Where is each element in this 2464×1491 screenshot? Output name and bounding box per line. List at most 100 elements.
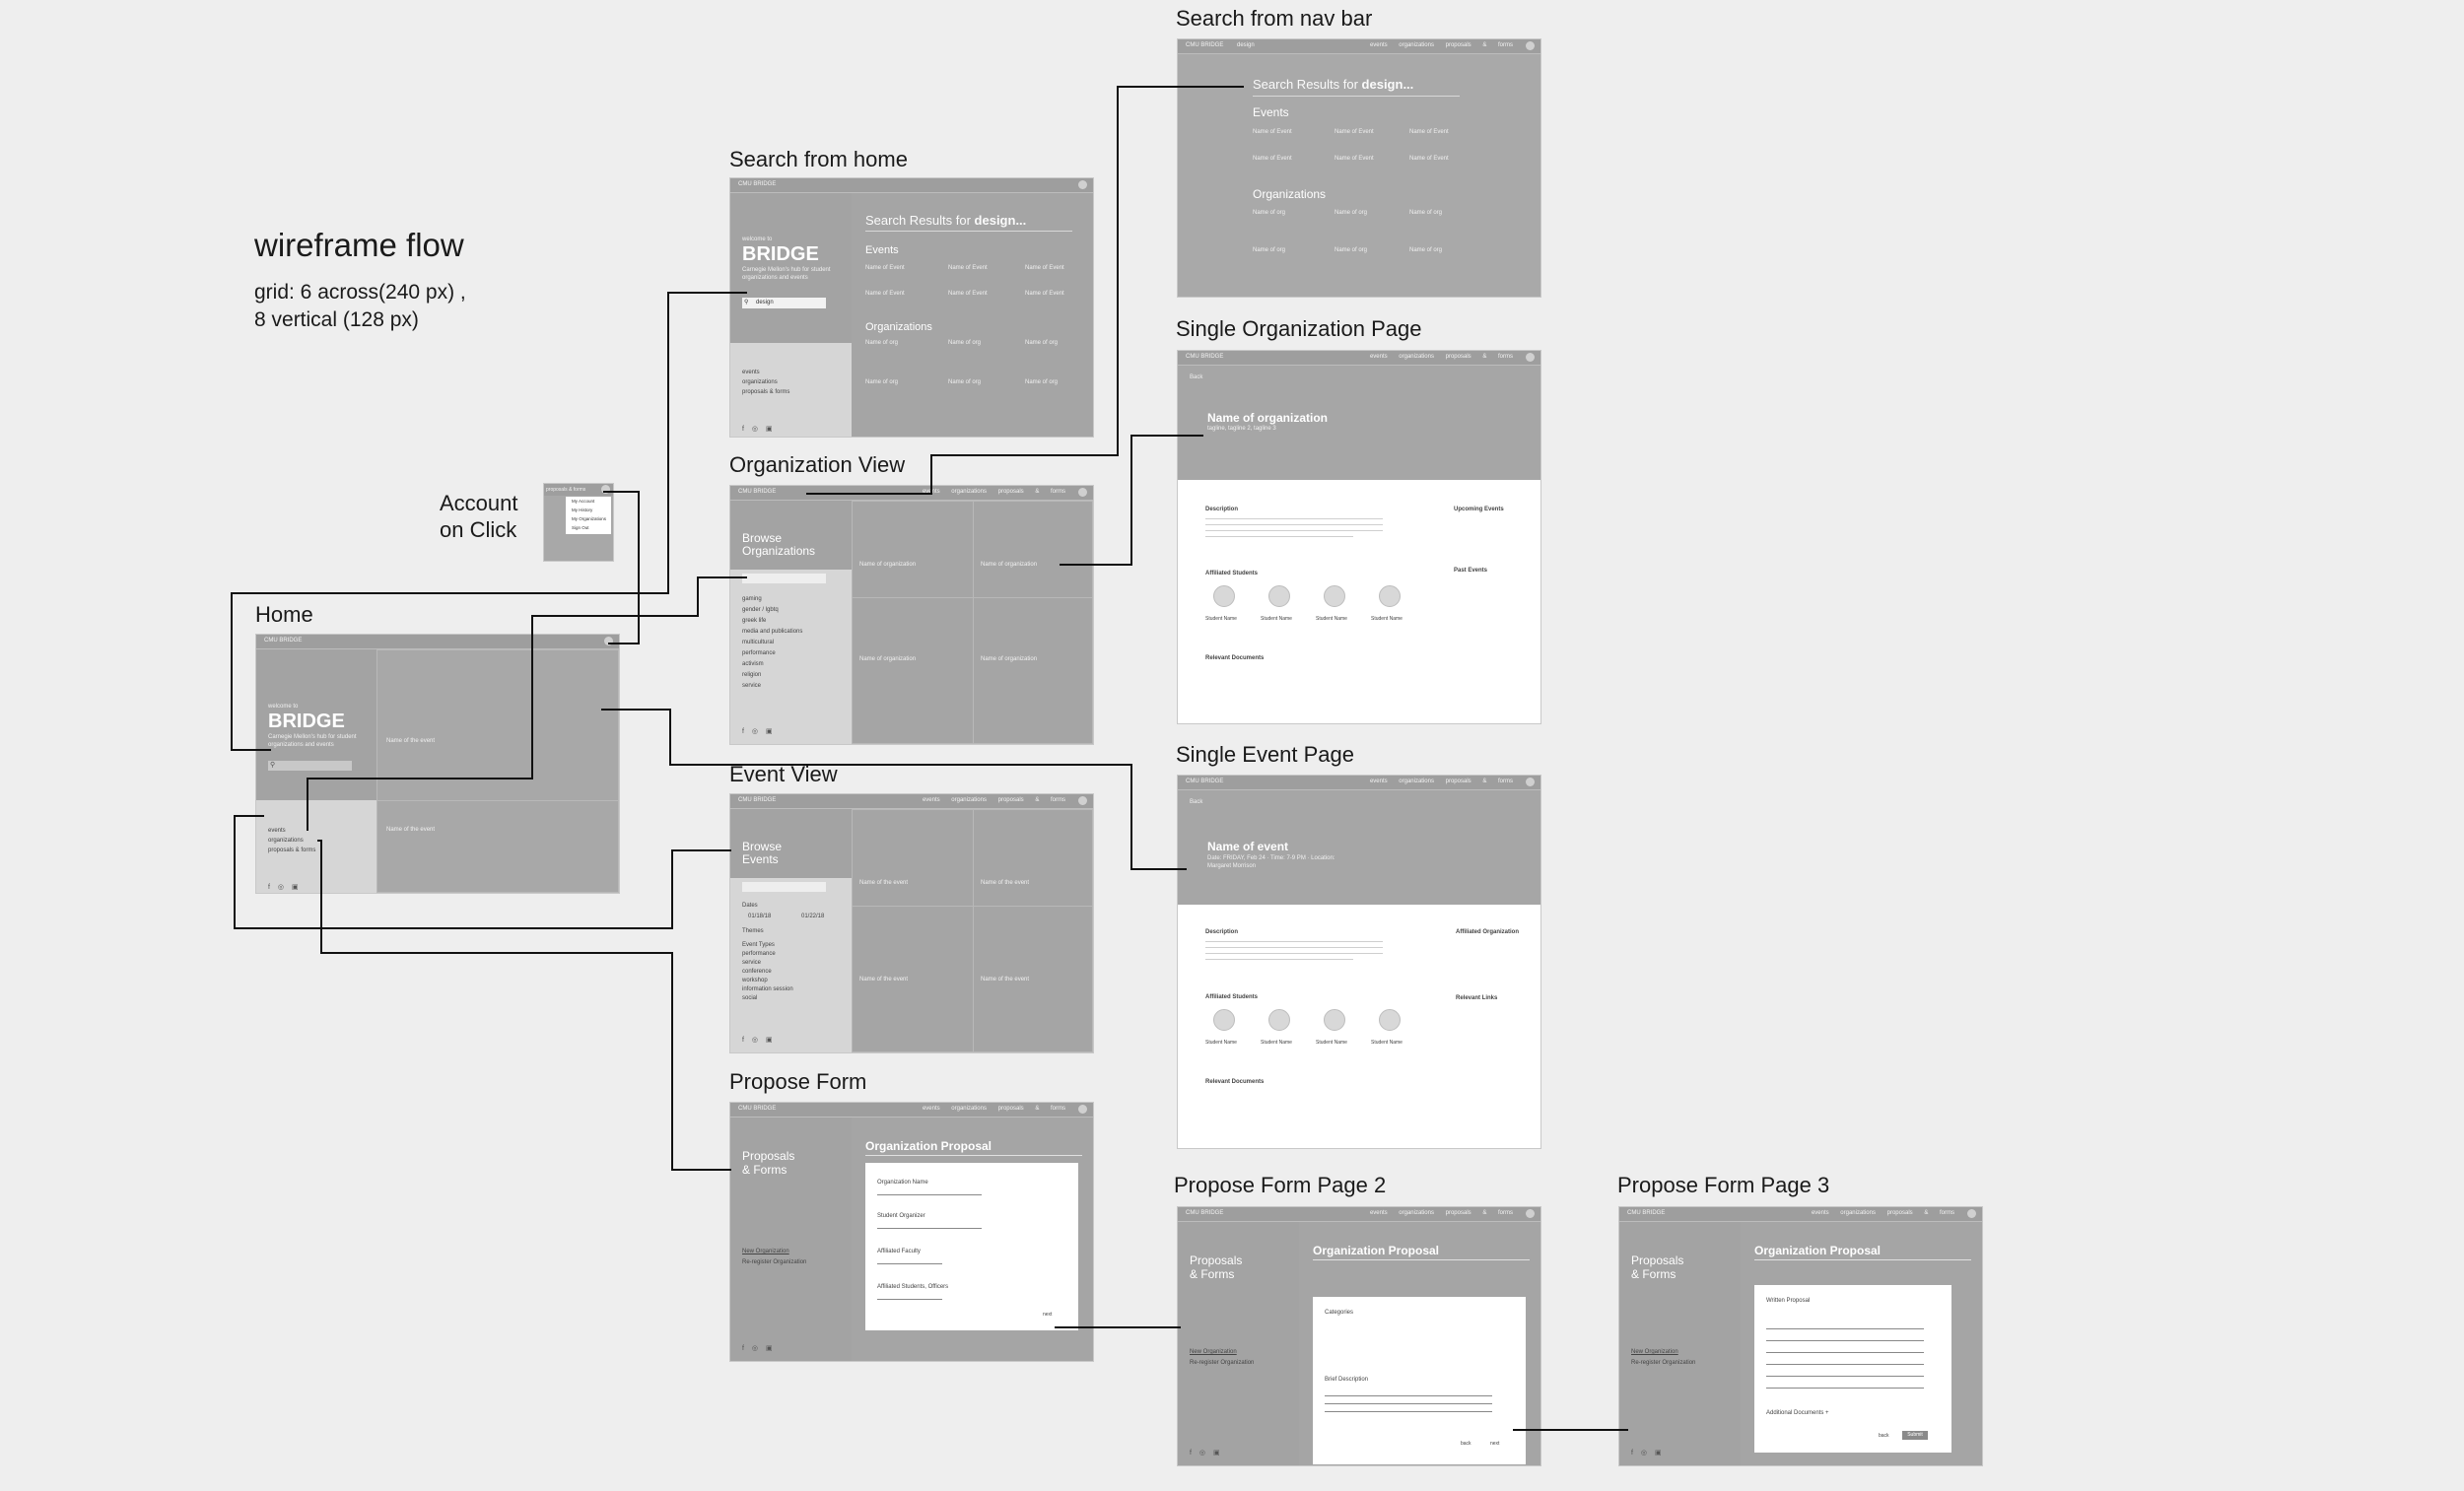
brand-logo[interactable]: CMU BRIDGE — [738, 797, 777, 803]
social-icons[interactable]: f ◎ ▣ — [1631, 1450, 1665, 1457]
filter-item[interactable]: gaming — [742, 596, 762, 602]
filter-item[interactable]: service — [742, 683, 762, 689]
student-avatar[interactable] — [1213, 1009, 1235, 1031]
filter-item[interactable]: performance — [742, 650, 776, 656]
event-result[interactable]: Name of Event — [865, 291, 905, 297]
avatar-icon[interactable] — [1078, 488, 1087, 497]
filter-item[interactable]: social — [742, 995, 758, 1001]
event-result[interactable]: Name of Event — [1335, 156, 1374, 162]
student-avatar[interactable] — [1379, 1009, 1401, 1031]
brand-logo[interactable]: CMU BRIDGE — [738, 181, 777, 187]
home-nav-organizations[interactable]: organizations — [268, 838, 304, 844]
student-avatar[interactable] — [1324, 1009, 1345, 1031]
filter-item[interactable]: information session — [742, 986, 793, 992]
date-from[interactable]: 01/18/18 — [748, 914, 772, 919]
back-button[interactable]: back — [1461, 1441, 1472, 1447]
text-line[interactable] — [1766, 1364, 1924, 1365]
text-line[interactable] — [1325, 1395, 1492, 1396]
account-item[interactable]: My History — [572, 508, 593, 512]
home-nav-proposals[interactable]: proposals & forms — [268, 847, 316, 853]
avatar-icon[interactable] — [1078, 180, 1087, 189]
brand-logo[interactable]: CMU BRIDGE — [738, 489, 777, 495]
new-org-link[interactable]: New Organization — [742, 1249, 789, 1254]
top-nav[interactable]: events organizations proposals & forms — [1369, 1210, 1513, 1216]
nav-search-query[interactable]: design — [1237, 42, 1255, 48]
home-nav-events[interactable]: events — [268, 828, 286, 834]
reregister-link[interactable]: Re-register Organization — [1631, 1360, 1696, 1366]
org-result[interactable]: Name of org — [948, 340, 982, 346]
org-result[interactable]: Name of org — [1335, 247, 1368, 253]
org-result[interactable]: Name of org — [1253, 247, 1286, 253]
filter-item[interactable]: multicultural — [742, 640, 775, 645]
org-result[interactable]: Name of org — [1025, 379, 1059, 385]
top-nav[interactable]: events organizations proposals & forms — [922, 1106, 1065, 1112]
new-org-link[interactable]: New Organization — [1190, 1349, 1237, 1355]
account-nav[interactable]: proposals & forms — [546, 487, 586, 493]
org-result[interactable]: Name of org — [1253, 210, 1286, 216]
field-input[interactable] — [877, 1263, 942, 1264]
home-search-input[interactable]: ⚲ — [268, 761, 352, 771]
avatar-icon[interactable] — [601, 485, 610, 494]
field-input[interactable] — [877, 1194, 982, 1195]
back-button[interactable]: back — [1879, 1433, 1889, 1439]
student-avatar[interactable] — [1324, 585, 1345, 607]
themes-label[interactable]: Themes — [742, 928, 764, 934]
nav-organizations[interactable]: organizations — [742, 379, 778, 385]
text-line[interactable] — [1766, 1340, 1924, 1341]
top-nav[interactable]: events organizations proposals & forms — [1369, 354, 1513, 360]
org-result[interactable]: Name of org — [865, 340, 899, 346]
social-icons[interactable]: f ◎ ▣ — [742, 728, 776, 735]
text-line[interactable] — [1766, 1352, 1924, 1353]
filter-item[interactable]: service — [742, 960, 762, 966]
filter-item[interactable]: activism — [742, 661, 764, 667]
brand-logo[interactable]: CMU BRIDGE — [1186, 779, 1224, 784]
org-result[interactable]: Name of org — [1335, 210, 1368, 216]
submit-button[interactable]: Submit — [1902, 1431, 1928, 1440]
brand-logo[interactable]: CMU BRIDGE — [1186, 1210, 1224, 1216]
text-line[interactable] — [1325, 1403, 1492, 1404]
next-button[interactable]: next — [1043, 1312, 1053, 1318]
avatar-icon[interactable] — [1526, 778, 1535, 786]
event-result[interactable]: Name of Event — [1409, 156, 1449, 162]
event-search-input[interactable] — [742, 882, 826, 892]
social-icons[interactable]: f ◎ ▣ — [742, 426, 776, 433]
event-result[interactable]: Name of Event — [1335, 129, 1374, 135]
top-nav[interactable]: events organizations proposals & forms — [1811, 1210, 1954, 1216]
avatar-icon[interactable] — [1078, 796, 1087, 805]
search-input[interactable]: ⚲ design — [742, 298, 826, 308]
brand-logo[interactable]: CMU BRIDGE — [264, 638, 303, 644]
social-icons[interactable]: f ◎ ▣ — [742, 1037, 776, 1044]
additional-docs[interactable]: Additional Documents + — [1766, 1410, 1829, 1416]
event-result[interactable]: Name of Event — [1025, 265, 1064, 271]
new-org-link[interactable]: New Organization — [1631, 1349, 1678, 1355]
account-item[interactable]: Sign Out — [572, 525, 589, 530]
text-line[interactable] — [1766, 1328, 1924, 1329]
brand-logo[interactable]: CMU BRIDGE — [1186, 354, 1224, 360]
nav-events[interactable]: events — [742, 370, 760, 375]
org-result[interactable]: Name of org — [1409, 210, 1443, 216]
avatar-icon[interactable] — [1526, 1209, 1535, 1218]
field-input[interactable] — [877, 1228, 982, 1229]
filter-item[interactable]: greek life — [742, 618, 767, 624]
reregister-link[interactable]: Re-register Organization — [742, 1259, 807, 1265]
avatar-icon[interactable] — [1526, 41, 1535, 50]
text-line[interactable] — [1766, 1376, 1924, 1377]
brand-logo[interactable]: CMU BRIDGE — [738, 1106, 777, 1112]
top-nav[interactable]: events organizations proposals & forms — [1369, 779, 1513, 784]
org-search-input[interactable] — [742, 574, 826, 583]
avatar-icon[interactable] — [604, 637, 613, 645]
org-result[interactable]: Name of org — [865, 379, 899, 385]
filter-item[interactable]: religion — [742, 672, 762, 678]
student-avatar[interactable] — [1268, 1009, 1290, 1031]
student-avatar[interactable] — [1268, 585, 1290, 607]
org-card[interactable]: Name of organization — [973, 597, 1093, 744]
text-line[interactable] — [1766, 1388, 1924, 1389]
student-avatar[interactable] — [1379, 585, 1401, 607]
org-result[interactable]: Name of org — [1025, 340, 1059, 346]
event-result[interactable]: Name of Event — [1253, 129, 1292, 135]
event-result[interactable]: Name of Event — [865, 265, 905, 271]
filter-item[interactable]: performance — [742, 951, 776, 957]
text-line[interactable] — [1325, 1411, 1492, 1412]
social-icons[interactable]: f ◎ ▣ — [1190, 1450, 1223, 1457]
org-result[interactable]: Name of org — [1409, 247, 1443, 253]
